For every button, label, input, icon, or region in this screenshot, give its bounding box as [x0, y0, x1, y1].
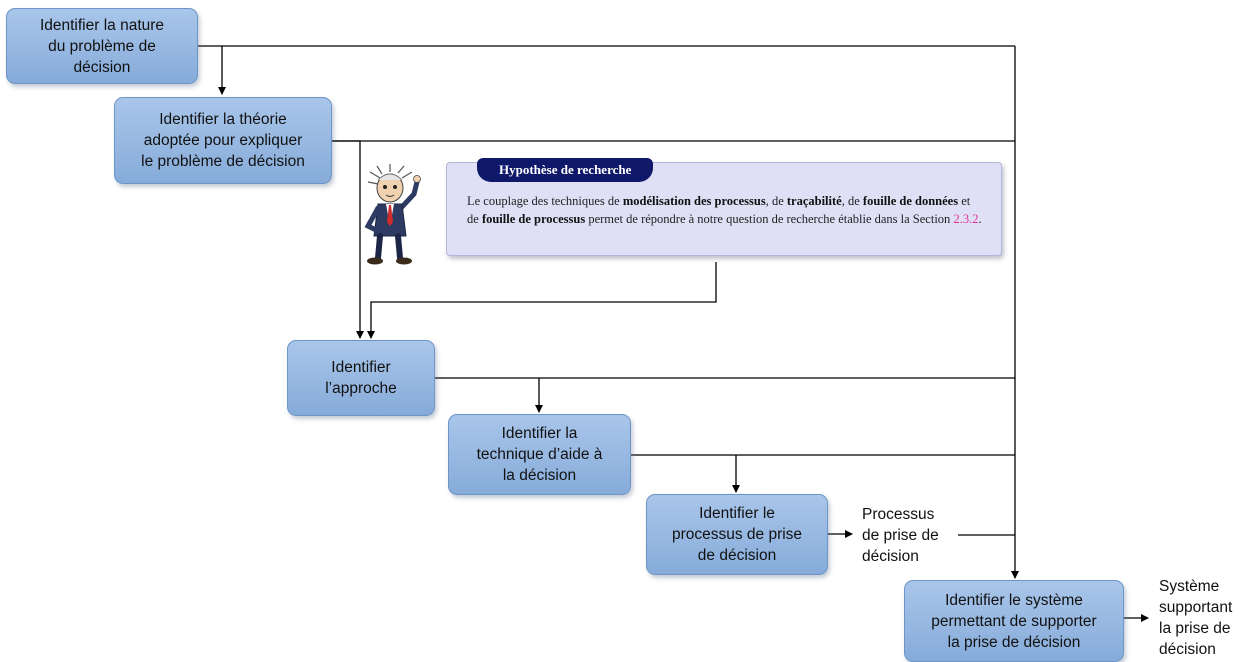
thinking-scientist-icon [364, 164, 421, 265]
hypothesis-text: Le couplage des techniques de modélisati… [467, 194, 982, 226]
step-approche: Identifier l’approche [287, 340, 435, 416]
arrow-hypothesis-to-approche [367, 262, 717, 339]
step-nature-probleme: Identifier la nature du problème de déci… [6, 8, 198, 84]
arrow-theorie-to-approche [332, 140, 364, 339]
output-processus: Processus de prise de décision [862, 506, 939, 565]
hypothesis-box: Hypothèse de recherche Le couplage des t… [446, 158, 1002, 256]
step-systeme: Identifier le système permettant de supp… [904, 580, 1124, 662]
step-technique-aide: Identifier la technique d’aide à la déci… [448, 414, 631, 495]
step-processus-prise: Identifier le processus de prise de déci… [646, 494, 828, 575]
output-systeme: Système supportant la prise de décision [1159, 578, 1233, 658]
step-theorie: Identifier la théorie adoptée pour expli… [114, 97, 332, 184]
section-reference-link[interactable]: 2.3.2 [953, 211, 979, 226]
hypothesis-title: Hypothèse de recherche [477, 158, 654, 182]
